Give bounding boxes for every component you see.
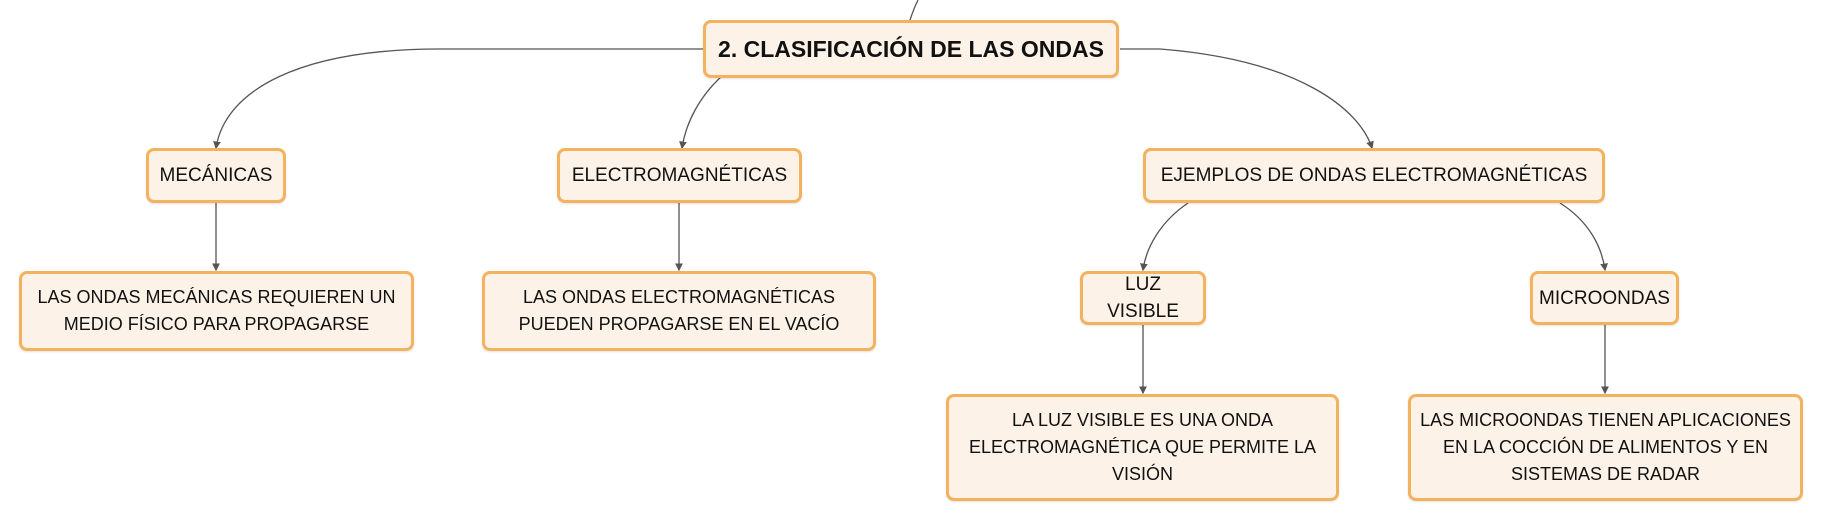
node-mecanicas-desc-label: LAS ONDAS MECÁNICAS REQUIEREN UN MEDIO F… [37, 287, 396, 334]
edge-root-to-mecanicas [213, 48, 704, 150]
node-root-label: 2. CLASIFICACIÓN DE LAS ONDAS [718, 35, 1104, 62]
edge-root-to-electromagneticas [679, 75, 723, 150]
node-mecanicas-desc[interactable]: LAS ONDAS MECÁNICAS REQUIEREN UN MEDIO F… [19, 271, 414, 351]
node-luz-visible[interactable]: LUZ VISIBLE [1080, 271, 1206, 325]
node-luz-visible-label: LUZ VISIBLE [1107, 274, 1179, 322]
node-root[interactable]: 2. CLASIFICACIÓN DE LAS ONDAS [703, 20, 1119, 78]
edge-ejemplos-to-luz [1140, 202, 1189, 272]
node-luz-desc-label: LA LUZ VISIBLE ES UNA ONDA ELECTROMAGNÉT… [968, 410, 1317, 484]
node-microondas[interactable]: MICROONDAS [1530, 271, 1679, 325]
node-luz-desc[interactable]: LA LUZ VISIBLE ES UNA ONDA ELECTROMAGNÉT… [946, 394, 1339, 501]
node-micro-desc[interactable]: LAS MICROONDAS TIENEN APLICACIONES EN LA… [1408, 394, 1803, 501]
node-electromagneticas-label: ELECTROMAGNÉTICAS [571, 165, 788, 186]
node-mecanicas-label: MECÁNICAS [159, 165, 273, 186]
node-electro-desc-label: LAS ONDAS ELECTROMAGNÉTICAS PUEDEN PROPA… [518, 287, 840, 334]
node-mecanicas[interactable]: MECÁNICAS [146, 148, 286, 203]
node-electromagneticas[interactable]: ELECTROMAGNÉTICAS [557, 148, 802, 203]
node-ejemplos[interactable]: EJEMPLOS DE ONDAS ELECTROMAGNÉTICAS [1143, 148, 1605, 203]
node-ejemplos-label: EJEMPLOS DE ONDAS ELECTROMAGNÉTICAS [1160, 165, 1588, 186]
edge-root-to-ejemplos [1120, 48, 1374, 150]
node-electro-desc[interactable]: LAS ONDAS ELECTROMAGNÉTICAS PUEDEN PROPA… [482, 271, 876, 351]
edge-ejemplos-to-microondas [1559, 202, 1608, 272]
node-micro-desc-label: LAS MICROONDAS TIENEN APLICACIONES EN LA… [1420, 410, 1791, 484]
edge-parent-to-root [909, 0, 919, 21]
node-microondas-label: MICROONDAS [1539, 287, 1670, 309]
